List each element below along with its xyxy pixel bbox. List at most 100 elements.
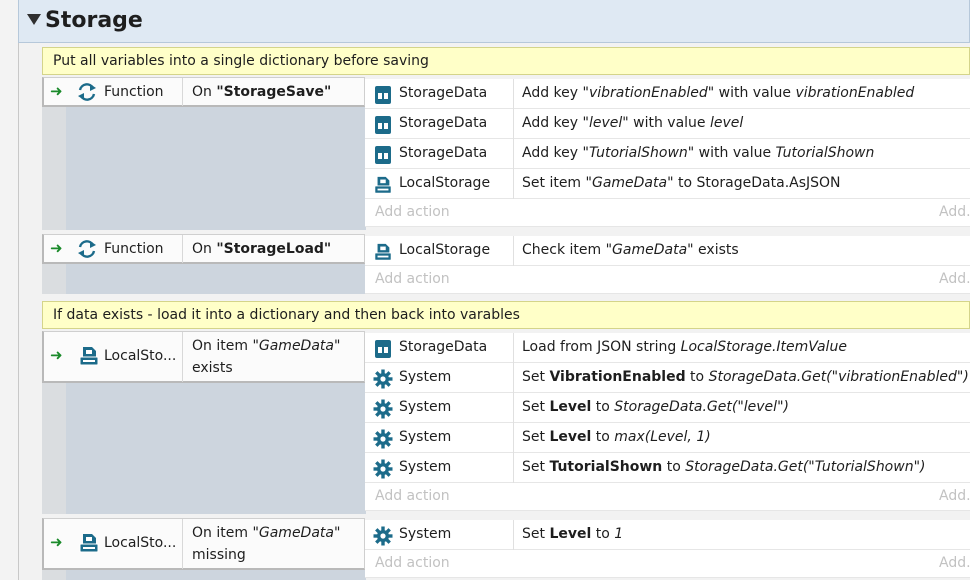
collapse-arrow-icon[interactable] [27, 14, 41, 25]
action-text-part: Add key [522, 145, 583, 161]
item-key: "GameData" [252, 338, 341, 354]
action-text-part: with value [714, 85, 796, 101]
add-action-link-right[interactable]: Add... [939, 555, 970, 571]
condition-prefix: On item [192, 525, 253, 541]
add-action-row[interactable]: Add action Add... [365, 266, 970, 294]
condition-prefix: On item [192, 338, 253, 354]
action-text-part: to [591, 429, 615, 445]
action-text: Set item "GameData" to StorageData.AsJSO… [522, 175, 841, 191]
condition-object: LocalSto... [104, 348, 177, 364]
group-title: Storage [45, 8, 143, 33]
action-separator [513, 520, 514, 550]
condition-prefix: On [192, 241, 217, 257]
action-text-part: 1 [614, 526, 624, 542]
action-text-part: with value [628, 115, 710, 131]
event-condition-pad [66, 570, 366, 580]
event-margin [42, 570, 66, 580]
event-condition[interactable]: ➜ Function On "StorageSave" [42, 77, 365, 107]
add-action-link[interactable]: Add action [375, 204, 450, 220]
action-text-part: Check item [522, 242, 606, 258]
comment[interactable]: If data exists - load it into a dictiona… [42, 301, 970, 329]
condition-suffix: missing [192, 547, 246, 563]
action-separator [513, 236, 514, 266]
action-row[interactable]: System Set TutorialShown to StorageData.G… [365, 453, 970, 483]
action-text-part: "GameData" [585, 175, 674, 191]
action-text-part: VibrationEnabled [549, 369, 686, 385]
action-separator [513, 79, 514, 109]
add-action-row[interactable]: Add action Add... [365, 199, 970, 227]
function-icon [78, 83, 96, 101]
add-action-row[interactable]: Add action Add... [365, 483, 970, 511]
gear-icon [373, 459, 393, 479]
action-text-part: Set [522, 369, 550, 385]
add-action-link[interactable]: Add action [375, 271, 450, 287]
action-row[interactable]: System Set Level to max(Level, 1) [365, 423, 970, 453]
action-text-part: exists [693, 242, 739, 258]
comment[interactable]: Put all variables into a single dictiona… [42, 47, 970, 75]
condition-text: On item "GameData" exists [192, 335, 340, 379]
action-text-part: TutorialShown [549, 459, 663, 475]
action-text-part: to [662, 459, 686, 475]
action-separator [513, 453, 514, 483]
action-separator [513, 169, 514, 199]
group-header[interactable] [18, 0, 970, 43]
action-row[interactable]: LocalStorage Set item "GameData" to Stora… [365, 169, 970, 199]
event-arrow-icon: ➜ [50, 239, 63, 257]
local-storage-icon [373, 175, 393, 195]
action-text-part: Load from JSON string [522, 339, 681, 355]
condition-suffix: exists [192, 360, 233, 376]
action-text: Set VibrationEnabled to StorageData.Get(… [522, 369, 969, 385]
action-text-part: Set [522, 429, 550, 445]
condition-prefix: On [192, 84, 217, 100]
event-condition[interactable]: ➜ LocalSto... On item "GameData" exists [42, 331, 365, 383]
add-action-link-right[interactable]: Add... [939, 488, 970, 504]
condition-text: On "StorageLoad" [192, 241, 331, 257]
dictionary-icon [373, 339, 393, 359]
event-arrow-icon: ➜ [50, 82, 63, 100]
condition-object: Function [104, 84, 164, 100]
action-text: Add key "TutorialShown" with value Tutor… [522, 145, 874, 161]
add-action-link-right[interactable]: Add... [939, 204, 970, 220]
add-action-link[interactable]: Add action [375, 555, 450, 571]
event-condition[interactable]: ➜ Function On "StorageLoad" [42, 234, 365, 264]
action-object: System [399, 429, 452, 445]
condition-separator [182, 78, 183, 106]
action-object: StorageData [399, 339, 488, 355]
action-text-part: Add key [522, 115, 583, 131]
action-text: Set Level to 1 [522, 526, 623, 542]
action-text-part: to [685, 369, 709, 385]
action-text-part: Set [522, 526, 550, 542]
action-text-part: with value [694, 145, 776, 161]
action-text: Set Level to max(Level, 1) [522, 429, 711, 445]
action-separator [513, 139, 514, 169]
action-object: LocalStorage [399, 175, 491, 191]
action-object: StorageData [399, 85, 488, 101]
action-text: Add key "level" with value level [522, 115, 743, 131]
event-margin [42, 382, 66, 514]
dictionary-icon [373, 85, 393, 105]
action-text-part: Level [549, 399, 592, 415]
action-text: Check item "GameData" exists [522, 242, 739, 258]
action-text-part: Set [522, 459, 550, 475]
add-action-row[interactable]: Add action Add... [365, 550, 970, 578]
add-action-link-right[interactable]: Add... [939, 271, 970, 287]
action-text-part: Add key [522, 85, 583, 101]
gear-icon [373, 369, 393, 389]
condition-object: Function [104, 241, 164, 257]
add-action-link[interactable]: Add action [375, 488, 450, 504]
local-storage-icon [79, 347, 99, 366]
action-text-part: StorageData.Get("TutorialShown") [685, 459, 926, 475]
action-object: System [399, 459, 452, 475]
action-text-part: to StorageData.AsJSON [673, 175, 841, 191]
gear-icon [373, 429, 393, 449]
action-object: System [399, 399, 452, 415]
event-condition[interactable]: ➜ LocalSto... On item "GameData" missing [42, 518, 365, 570]
